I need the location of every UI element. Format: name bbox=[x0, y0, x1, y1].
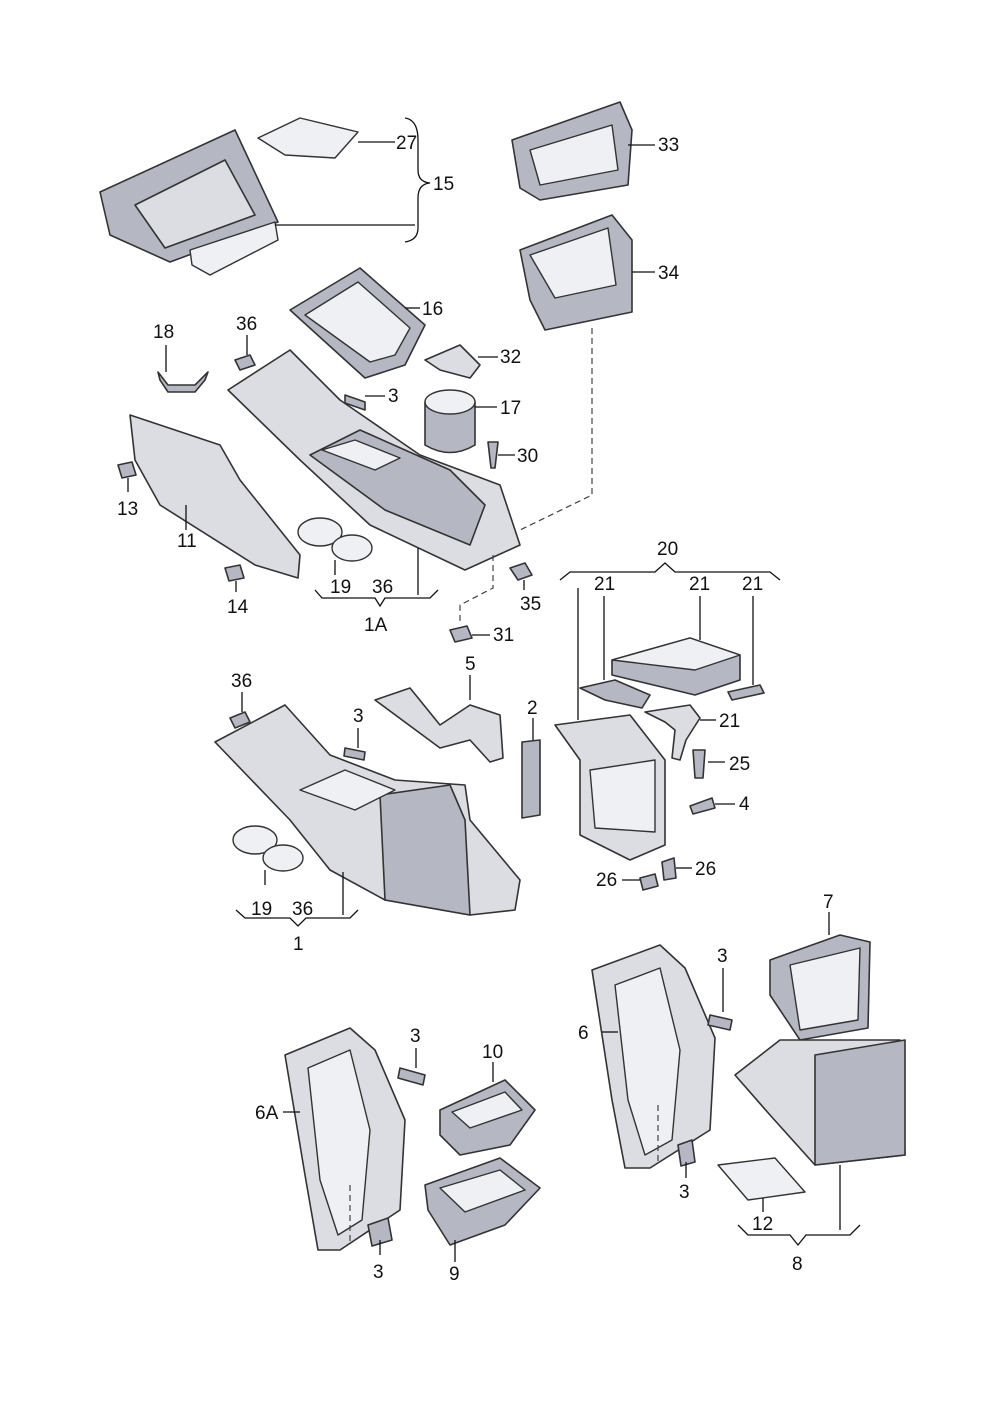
label-11: 11 bbox=[177, 531, 197, 552]
part-31-clip bbox=[449, 625, 473, 643]
label-6: 6 bbox=[578, 1023, 589, 1044]
part-36-clip-top bbox=[234, 354, 256, 371]
part-1-console bbox=[214, 704, 521, 916]
label-27: 27 bbox=[396, 133, 417, 154]
part-2-strip bbox=[521, 739, 541, 819]
part-30-screw bbox=[487, 441, 499, 469]
label-14: 14 bbox=[227, 597, 249, 618]
label-36-1A: 36 bbox=[372, 577, 393, 598]
part-16-trim-frame bbox=[289, 267, 426, 379]
part-6-frame bbox=[591, 944, 716, 1169]
label-19-1A: 19 bbox=[330, 577, 351, 598]
label-31: 31 bbox=[493, 625, 514, 646]
part-25-screw bbox=[692, 749, 706, 779]
label-21-c: 21 bbox=[742, 574, 763, 595]
label-7: 7 bbox=[823, 892, 834, 913]
part-1A-console bbox=[227, 349, 521, 571]
label-3-6bottom: 3 bbox=[679, 1182, 690, 1203]
part-27-mat bbox=[257, 117, 359, 159]
label-16: 16 bbox=[422, 299, 443, 320]
part-17-cup-insert bbox=[424, 389, 476, 454]
label-15: 15 bbox=[433, 174, 454, 195]
part-3-screw-top bbox=[344, 394, 366, 411]
part-9-bin bbox=[424, 1157, 541, 1246]
label-1A: 1A bbox=[364, 615, 388, 636]
label-26-a: 26 bbox=[596, 870, 617, 891]
part-19-mats-1 bbox=[232, 825, 304, 872]
part-3-screw-6top bbox=[707, 1014, 733, 1031]
part-12-mat bbox=[717, 1157, 806, 1201]
part-13-clip bbox=[117, 461, 137, 479]
part-5-duct bbox=[374, 687, 504, 763]
label-3-top: 3 bbox=[388, 386, 399, 407]
label-3-6top: 3 bbox=[717, 946, 728, 967]
label-36-top: 36 bbox=[236, 314, 257, 335]
label-3-6Atop: 3 bbox=[410, 1026, 421, 1047]
part-36-clip-mid bbox=[229, 711, 251, 729]
part-3-screw-6Atop bbox=[397, 1067, 426, 1086]
part-26-clip-b bbox=[661, 857, 677, 881]
label-13: 13 bbox=[117, 499, 138, 520]
part-21-bracket bbox=[644, 704, 701, 761]
label-21-d: 21 bbox=[719, 711, 740, 732]
part-19-mats-1A bbox=[297, 517, 373, 562]
part-8-rear-unit bbox=[734, 1039, 906, 1166]
part-4-screw bbox=[689, 797, 716, 815]
label-3-mid: 3 bbox=[353, 706, 364, 727]
label-12: 12 bbox=[752, 1214, 773, 1235]
label-18: 18 bbox=[153, 322, 174, 343]
label-25: 25 bbox=[729, 754, 750, 775]
label-21-a: 21 bbox=[594, 574, 615, 595]
part-32-cover bbox=[424, 344, 481, 379]
part-14-clip bbox=[224, 564, 245, 582]
label-2: 2 bbox=[527, 698, 538, 719]
label-32: 32 bbox=[500, 347, 521, 368]
part-7-vent bbox=[769, 934, 871, 1041]
part-33-panel bbox=[511, 101, 633, 201]
label-21-b: 21 bbox=[689, 574, 710, 595]
part-15-storage-tray bbox=[99, 129, 279, 276]
part-34-bin bbox=[519, 214, 633, 331]
part-10-bin bbox=[439, 1079, 536, 1156]
part-20-support-frame bbox=[554, 714, 666, 861]
part-6A-frame bbox=[284, 1027, 406, 1251]
part-11-side-panel bbox=[129, 414, 301, 579]
label-17: 17 bbox=[500, 398, 521, 419]
label-4: 4 bbox=[739, 794, 750, 815]
label-8: 8 bbox=[792, 1254, 803, 1275]
label-20: 20 bbox=[657, 539, 678, 560]
label-3-6Abottom: 3 bbox=[373, 1262, 384, 1283]
part-21-latch bbox=[727, 684, 765, 701]
label-1: 1 bbox=[293, 934, 304, 955]
label-5: 5 bbox=[465, 654, 476, 675]
label-26-b: 26 bbox=[695, 859, 716, 880]
label-9: 9 bbox=[449, 1264, 460, 1285]
label-35: 35 bbox=[520, 594, 541, 615]
label-36-1: 36 bbox=[292, 899, 313, 920]
part-21-lid bbox=[611, 637, 741, 696]
part-18-bracket bbox=[157, 371, 209, 393]
label-6A: 6A bbox=[255, 1103, 279, 1124]
part-26-clip-a bbox=[639, 873, 659, 891]
part-3-screw-mid bbox=[343, 747, 366, 761]
label-33: 33 bbox=[658, 135, 679, 156]
label-34: 34 bbox=[658, 263, 680, 284]
part-3-screw-6Abottom bbox=[367, 1217, 393, 1247]
label-36-mid: 36 bbox=[231, 671, 252, 692]
label-10: 10 bbox=[482, 1042, 503, 1063]
label-19-1: 19 bbox=[251, 899, 272, 920]
part-35-clip bbox=[509, 562, 533, 581]
label-30: 30 bbox=[517, 446, 538, 467]
part-21-hinge bbox=[579, 679, 651, 709]
part-3-screw-6bottom bbox=[677, 1139, 696, 1167]
